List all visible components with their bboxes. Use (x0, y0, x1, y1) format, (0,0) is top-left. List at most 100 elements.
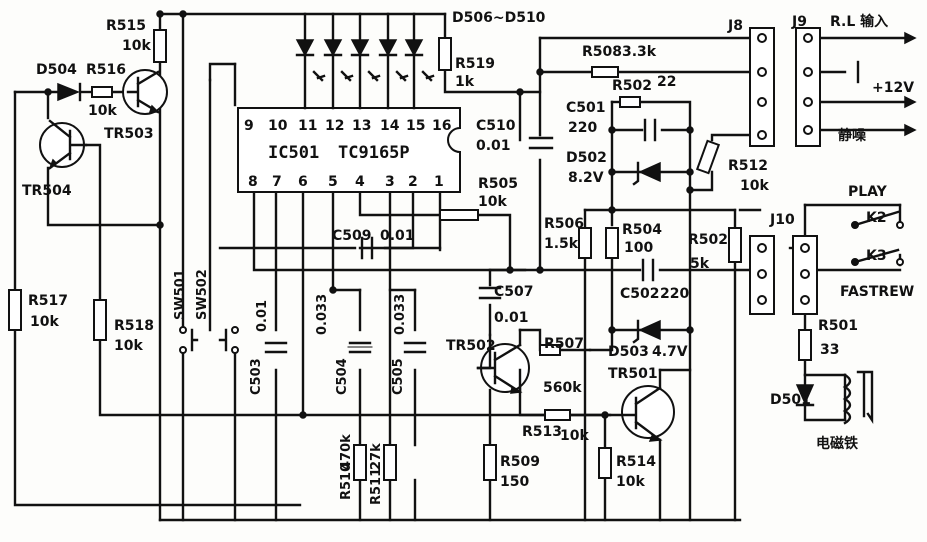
ic-pin-label: 14 (380, 118, 400, 134)
d504-ref: D504 (36, 62, 77, 78)
switch-sw501[interactable] (179, 326, 199, 354)
led-d507 (323, 12, 354, 110)
tr502-label: TR502 (446, 338, 496, 354)
r515-value: 10k (122, 38, 151, 54)
r508-value: 3.3k (622, 44, 657, 60)
ic-pin-label: 9 (244, 118, 254, 134)
r515-ref: R515 (106, 18, 146, 34)
connectors (749, 27, 860, 315)
r504-ref: R504 (622, 222, 662, 238)
d503-ref: D503 (608, 344, 649, 360)
capacitor-c501 (643, 118, 657, 142)
j8-label: J8 (727, 18, 743, 34)
r509-value: 150 (500, 474, 529, 490)
r505-value: 10k (478, 194, 507, 210)
ic-pin-label: 11 (298, 118, 317, 134)
r501-ref: R501 (818, 318, 858, 334)
zener-d503 (632, 319, 661, 344)
c509-ref: C509 (332, 228, 372, 244)
ic-pin-label: 2 (408, 174, 418, 190)
r501-value: 33 (820, 342, 839, 358)
ic501 (237, 107, 461, 193)
zener-d502 (632, 161, 661, 186)
ic-pin-label: 8 (248, 174, 258, 190)
ic-pin-label: 5 (328, 174, 338, 190)
solenoid-label: 电磁铁 (816, 435, 858, 452)
r505-ref: R505 (478, 176, 518, 192)
resistor-r506 (578, 227, 592, 259)
transistor-tr503 (122, 69, 168, 115)
c509-value: 0.01 (380, 228, 415, 244)
c507-ref: C507 (494, 284, 534, 300)
c501-value: 220 (568, 120, 597, 136)
resistor-r501 (798, 329, 812, 361)
resistor-r507 (539, 344, 561, 356)
ic-pin-label: 16 (432, 118, 451, 134)
c510-ref: C510 (476, 118, 516, 134)
resistor-r519 (438, 37, 452, 71)
r513-value: 10k (560, 428, 589, 444)
solenoid (842, 370, 874, 425)
ic-pin-label: 1 (434, 174, 444, 190)
r508-ref: R508 (582, 44, 622, 60)
r502-22-value: 22 (657, 74, 676, 90)
resistor-r515 (153, 29, 167, 63)
capacitor-c509 (360, 236, 374, 260)
ic-part-label: TC9165P (338, 143, 410, 163)
r516-value: 10k (88, 103, 117, 119)
resistor-r518 (93, 299, 107, 341)
ic-pin-label: 10 (268, 118, 288, 134)
r517-ref: R517 (28, 293, 68, 309)
r519-value: 1k (455, 74, 475, 90)
r507-ref: R507 (544, 336, 584, 352)
resistor-r510 (353, 444, 367, 481)
resistor-r512 (695, 139, 721, 175)
junctions (44, 10, 859, 419)
c502-value: 220 (660, 286, 689, 302)
r514-ref: R514 (616, 454, 656, 470)
r514-value: 10k (616, 474, 645, 490)
ic-pin-label: 13 (352, 118, 371, 134)
r517-value: 10k (30, 314, 59, 330)
j10-label: J10 (769, 212, 795, 228)
c504-value: 0.033 (315, 294, 330, 335)
c510-value: 0.01 (476, 138, 511, 154)
capacitor-c505 (403, 341, 427, 354)
d502-value: 8.2V (568, 170, 604, 186)
j9-input-label: R.L 输入 (830, 13, 888, 30)
r502-22-ref: R502 (612, 78, 652, 94)
diode-d504 (57, 82, 82, 102)
play-label: PLAY (848, 184, 888, 200)
r511-value: 27k (369, 443, 384, 470)
c505-ref: C505 (391, 358, 406, 395)
j9-supply-label: +12V (872, 80, 914, 96)
r502-5k-value: 5k (690, 256, 710, 272)
r513-ref: R513 (522, 424, 562, 440)
r516-ref: R516 (86, 62, 126, 78)
ic-pin-label: 6 (298, 174, 308, 190)
ic-pin-label: 7 (272, 174, 282, 190)
j9-arrows (904, 31, 917, 137)
resistor-r505 (439, 209, 479, 221)
switch-sw502[interactable] (218, 326, 239, 354)
d501-label: D501 (770, 392, 811, 408)
capacitor-c510 (528, 136, 554, 150)
capacitor-c502 (641, 258, 655, 282)
tr504-label: TR504 (22, 183, 72, 199)
r509-ref: R509 (500, 454, 540, 470)
r510-value: 470k (339, 434, 354, 470)
r518-value: 10k (114, 338, 143, 354)
c503-ref: C503 (249, 358, 264, 395)
r512-value: 10k (740, 178, 769, 194)
c505-value: 0.033 (393, 294, 408, 335)
r511-ref: R511 (369, 468, 384, 505)
capacitors (264, 118, 657, 354)
r510-ref: R510 (339, 463, 354, 500)
transistor-tr501 (608, 368, 675, 442)
resistor-r516 (91, 86, 113, 98)
r519-ref: R519 (455, 56, 495, 72)
d502-ref: D502 (566, 150, 607, 166)
tr503-label: TR503 (104, 126, 154, 142)
k3-label: K3 (866, 248, 887, 264)
